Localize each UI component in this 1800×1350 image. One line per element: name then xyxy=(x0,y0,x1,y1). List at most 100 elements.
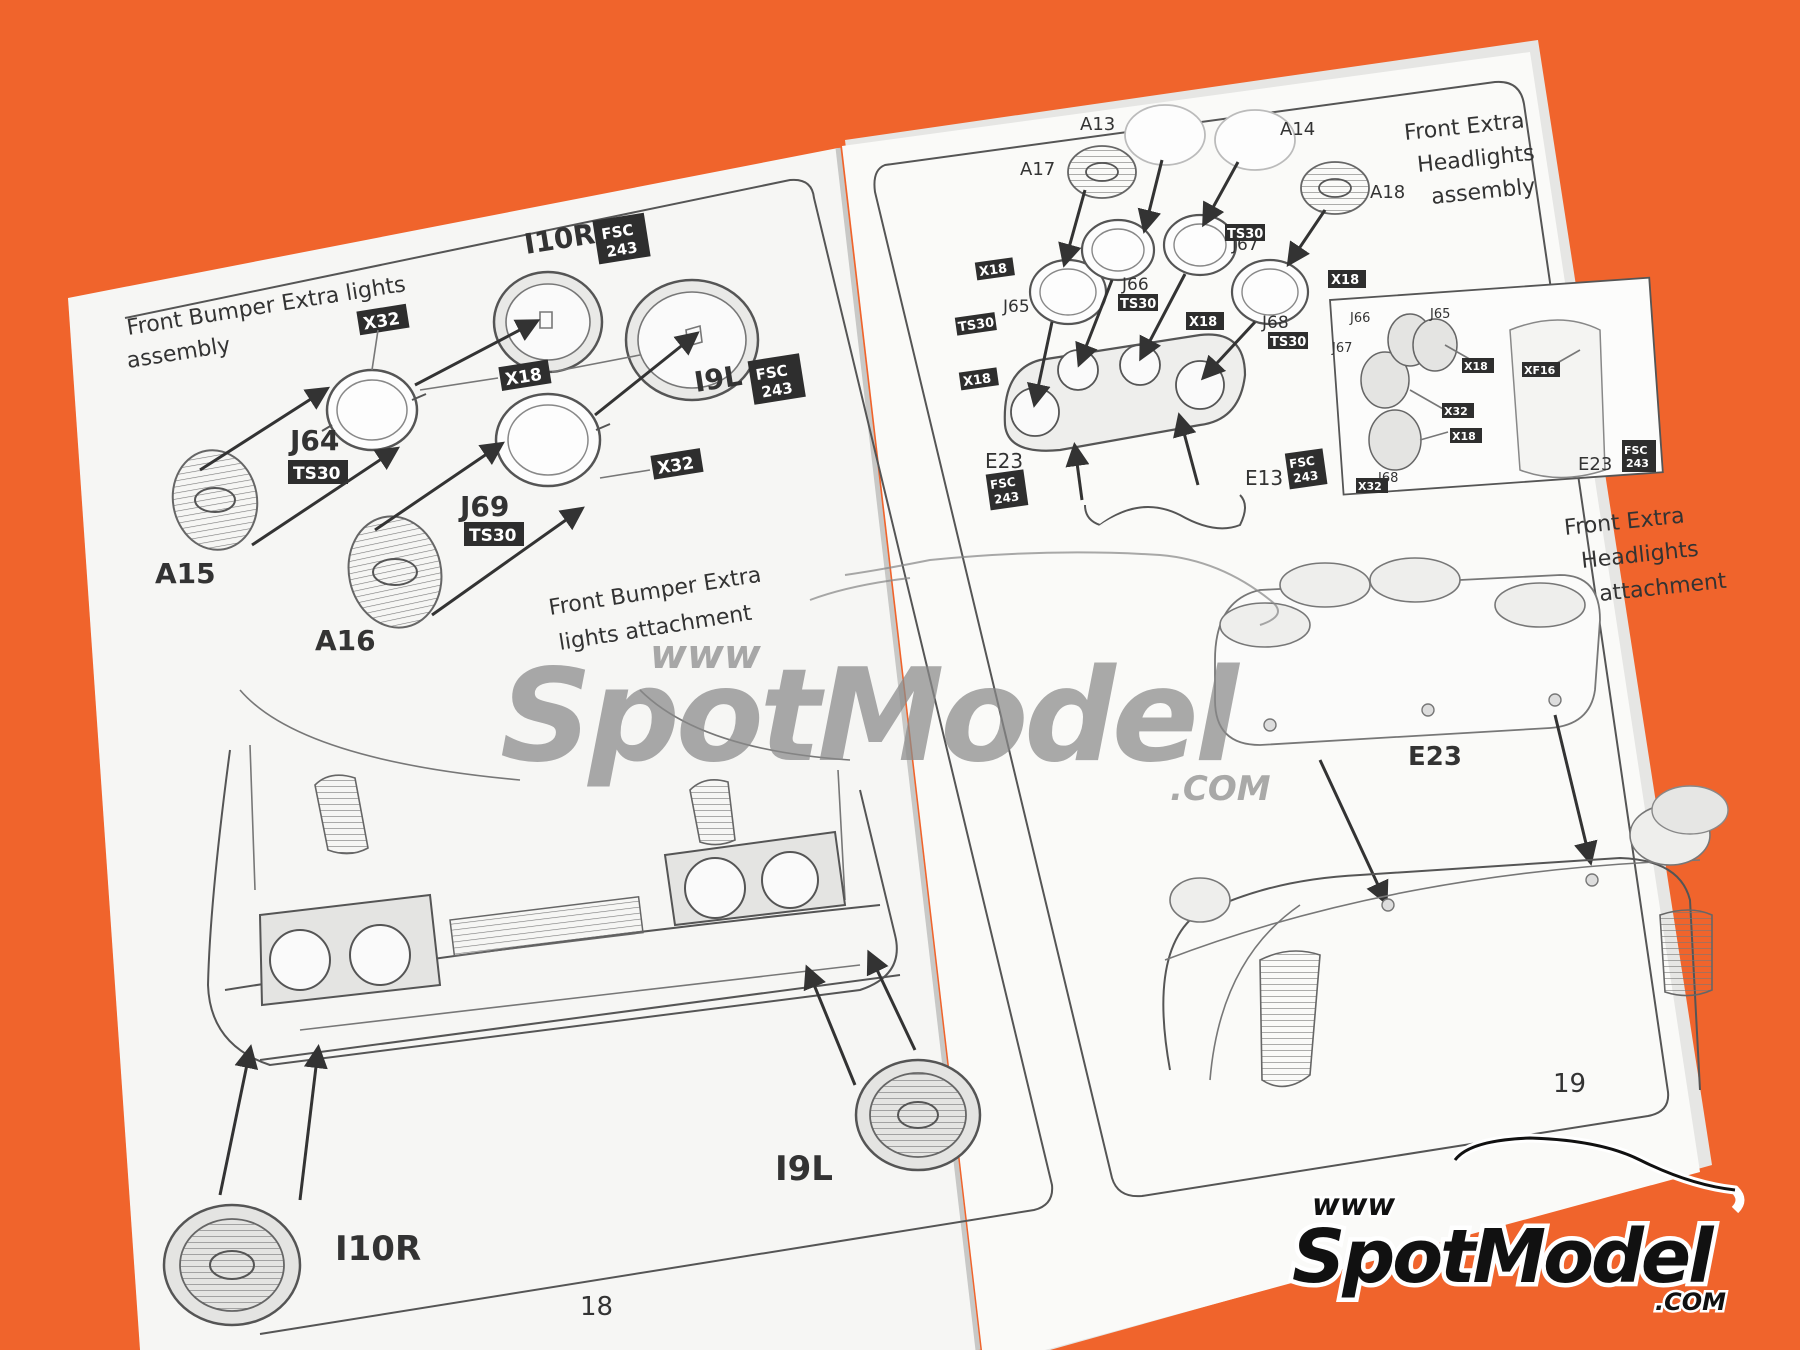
lamp-i9l-attach xyxy=(854,1058,982,1172)
arrow-j64-to-i10r xyxy=(414,319,541,387)
svg-text:243: 243 xyxy=(993,489,1020,506)
page-number-18: 18 xyxy=(580,1292,613,1322)
svg-text:TS30: TS30 xyxy=(1120,297,1156,312)
tag-ts30-j68: TS30 xyxy=(1268,332,1308,350)
svg-text:TS30: TS30 xyxy=(1270,335,1306,350)
lamp-j66 xyxy=(1080,218,1156,282)
tag-x18-right: X18 xyxy=(1328,270,1366,288)
part-label-i9l: I9L xyxy=(692,359,744,399)
arrow-a18 xyxy=(1286,209,1327,267)
part-label-e23: E23 xyxy=(985,449,1023,473)
left-page-frame xyxy=(124,178,1054,1335)
part-label-j66: J66 xyxy=(1121,275,1149,295)
part-label-a14: A14 xyxy=(1280,119,1315,140)
part-label-j69: J69 xyxy=(458,490,509,523)
inset-label-e23: E23 xyxy=(1578,454,1612,475)
left-page xyxy=(68,148,976,1350)
fsc-tag-e13: FSC 243 xyxy=(1284,448,1328,490)
lens-a18 xyxy=(1300,161,1370,215)
lamp-j68 xyxy=(1230,258,1310,326)
svg-text:X18: X18 xyxy=(1189,315,1217,330)
arrow-i10r-attach-1 xyxy=(218,1044,259,1196)
part-label-a13: A13 xyxy=(1080,114,1115,135)
spotmodel-logo: www SpotModel .COM xyxy=(1288,1133,1745,1319)
part-label-a17: A17 xyxy=(1020,159,1055,180)
right-page-content: Front Extra Headlights assembly A13 A14 … xyxy=(954,104,1729,1099)
left-page-content: Front Bumper Extra lights assembly I10R … xyxy=(125,212,982,1327)
tag-ts30-j64: TS30 xyxy=(288,460,348,484)
inset-detail-box: J66 J65 J67 J68 X18 X32 X18 X32 XF xyxy=(1329,276,1664,496)
page-number-19: 19 xyxy=(1553,1069,1586,1099)
arrow-a16-to-j69 xyxy=(374,441,505,532)
inset-tag-xf16: XF16 xyxy=(1522,362,1560,377)
lens-a14 xyxy=(1214,109,1296,171)
svg-text:FSC: FSC xyxy=(1624,444,1648,457)
part-label-e13: E13 xyxy=(1245,466,1283,490)
tag-ts30-j69: TS30 xyxy=(464,522,524,546)
part-label-j65: J65 xyxy=(1002,297,1030,317)
headlight-bracket-assembly xyxy=(1214,557,1601,746)
arrow-bracket-right xyxy=(1553,714,1598,866)
svg-text:X18: X18 xyxy=(962,371,992,390)
part-label-a18: A18 xyxy=(1370,182,1405,203)
lens-a15 xyxy=(171,449,259,551)
tag-x18-mid: X18 xyxy=(1186,312,1224,330)
svg-text:243: 243 xyxy=(760,379,794,402)
svg-text:TS30: TS30 xyxy=(957,315,995,335)
svg-text:FSC: FSC xyxy=(754,361,788,384)
inset-label-j65: J65 xyxy=(1429,307,1450,322)
watermark-www: www xyxy=(650,632,762,678)
arrow-j69-to-i9l xyxy=(594,331,700,417)
svg-text:TS30: TS30 xyxy=(469,526,517,546)
logo-brand: SpotModel xyxy=(1292,1214,1715,1300)
arrow-i10r-attach-2 xyxy=(298,1044,328,1201)
lamp-j67 xyxy=(1162,213,1238,277)
svg-text:FSC: FSC xyxy=(600,221,634,244)
arrow-wire-left xyxy=(1065,442,1090,501)
fsc-tag-i10r: FSC 243 xyxy=(592,212,651,265)
arrow-a13 xyxy=(1137,159,1164,234)
tag-x18-lower: X18 xyxy=(958,367,999,391)
svg-text:X18: X18 xyxy=(1452,430,1476,443)
inset-label-j66: J66 xyxy=(1349,311,1370,326)
svg-text:X18: X18 xyxy=(1331,273,1359,288)
arrow-a14 xyxy=(1202,161,1240,228)
wire-e13 xyxy=(1084,494,1246,530)
tag-ts30-j66: TS30 xyxy=(1118,294,1158,312)
part-label-a15: A15 xyxy=(155,557,216,590)
svg-text:TS30: TS30 xyxy=(1227,227,1263,242)
arrow-j65-to-e23 xyxy=(1027,321,1054,408)
inset-tag-x32-a: X32 xyxy=(1442,403,1474,418)
arrow-j66-to-e23 xyxy=(1075,279,1114,368)
part-label-i9l-attach: I9L xyxy=(775,1149,833,1189)
svg-text:FSC: FSC xyxy=(1288,454,1316,471)
fsc-tag-e23: FSC 243 xyxy=(985,469,1029,511)
fsc-tag-i9l: FSC 243 xyxy=(747,353,806,405)
svg-text:X32: X32 xyxy=(1358,480,1382,493)
logo-com: .COM xyxy=(1655,1288,1726,1316)
tag-x18-left: X18 xyxy=(974,257,1015,281)
lens-a13 xyxy=(1124,104,1206,166)
svg-text:X18: X18 xyxy=(1464,360,1488,373)
part-label-i10r-attach: I10R xyxy=(335,1229,421,1269)
lens-a16 xyxy=(347,515,443,629)
inset-label-j67: J67 xyxy=(1331,341,1352,356)
lamp-i10r xyxy=(492,270,604,374)
watermark-com: .COM xyxy=(1170,769,1271,809)
lamp-j69 xyxy=(494,392,611,488)
lens-a17 xyxy=(1067,145,1137,199)
svg-text:X32: X32 xyxy=(1444,405,1468,418)
spotmodel-watermark: www SpotModel .COM xyxy=(500,551,1279,809)
lamp-j64 xyxy=(321,329,427,452)
arrow-a15-to-j64 xyxy=(199,386,331,472)
car-hood-drawing xyxy=(1162,785,1729,1091)
inset-tag-x32-b: X32 xyxy=(1356,478,1388,493)
part-label-j68: J68 xyxy=(1261,313,1289,333)
part-label-e23-attach: E23 xyxy=(1408,742,1462,772)
lamp-i10r-attach xyxy=(162,1203,302,1327)
arrow-i9l-attach-2 xyxy=(866,949,917,1051)
inset-tag-x18-a: X18 xyxy=(1462,358,1494,373)
tag-ts30-j67: TS30 xyxy=(1225,224,1265,242)
arrow-a17 xyxy=(1058,189,1087,268)
